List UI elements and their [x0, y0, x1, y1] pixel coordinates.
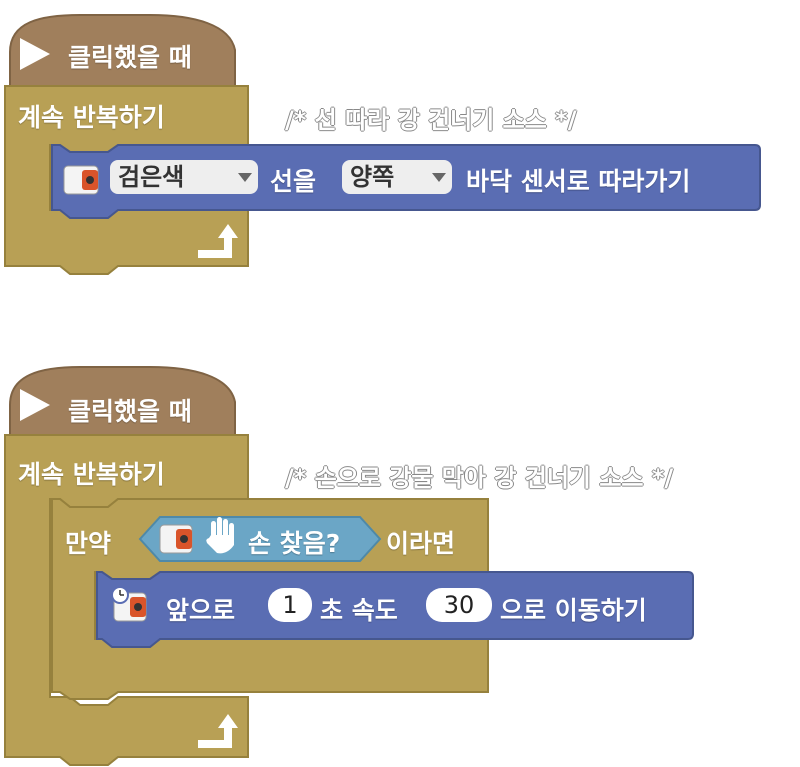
side-dropdown[interactable]: 양쪽 — [342, 160, 452, 194]
action-text-1: 선을 — [270, 167, 317, 196]
action-text-2: 바닥 센서로 따라가기 — [466, 167, 691, 196]
loop-arrow-icon — [198, 714, 238, 748]
play-icon — [20, 389, 50, 421]
loop-arrow-icon — [198, 224, 238, 258]
chevron-down-icon — [432, 173, 446, 182]
script-2-shapes — [4, 366, 694, 766]
then-label: 이라면 — [386, 529, 456, 558]
move-label-2: 초 속도 — [320, 596, 398, 625]
side-dropdown-value: 양쪽 — [350, 163, 395, 191]
condition-label[interactable]: 손 찾음? — [248, 529, 341, 558]
condition-block — [138, 516, 382, 562]
hat-label-1[interactable]: 클릭했을 때 — [68, 43, 192, 72]
comment-2: /* 손으로 강물 막아 강 건너기 소스 */ — [285, 464, 674, 492]
color-dropdown-value: 검은색 — [118, 163, 185, 191]
hat-block-2 — [9, 366, 236, 438]
chevron-down-icon — [238, 173, 252, 182]
move-label-1: 앞으로 — [166, 596, 236, 625]
move-block — [96, 571, 694, 648]
hat-label-2[interactable]: 클릭했을 때 — [68, 397, 192, 426]
loop-label-1[interactable]: 계속 반복하기 — [18, 103, 165, 132]
speed-input[interactable]: 30 — [426, 588, 492, 622]
hat-block-1 — [9, 14, 236, 89]
comment-1: /* 선 따라 강 건너기 소스 */ — [285, 106, 577, 134]
color-dropdown[interactable]: 검은색 — [110, 160, 258, 194]
hand-icon — [206, 517, 234, 554]
loop-label-2[interactable]: 계속 반복하기 — [18, 460, 165, 489]
timer-robot-icon — [111, 586, 147, 622]
play-icon — [20, 38, 50, 70]
if-label[interactable]: 만약 — [65, 529, 112, 558]
robot-icon — [63, 165, 99, 195]
seconds-input[interactable]: 1 — [268, 588, 312, 622]
robot-icon — [159, 524, 193, 554]
move-label-3: 으로 이동하기 — [500, 596, 647, 625]
